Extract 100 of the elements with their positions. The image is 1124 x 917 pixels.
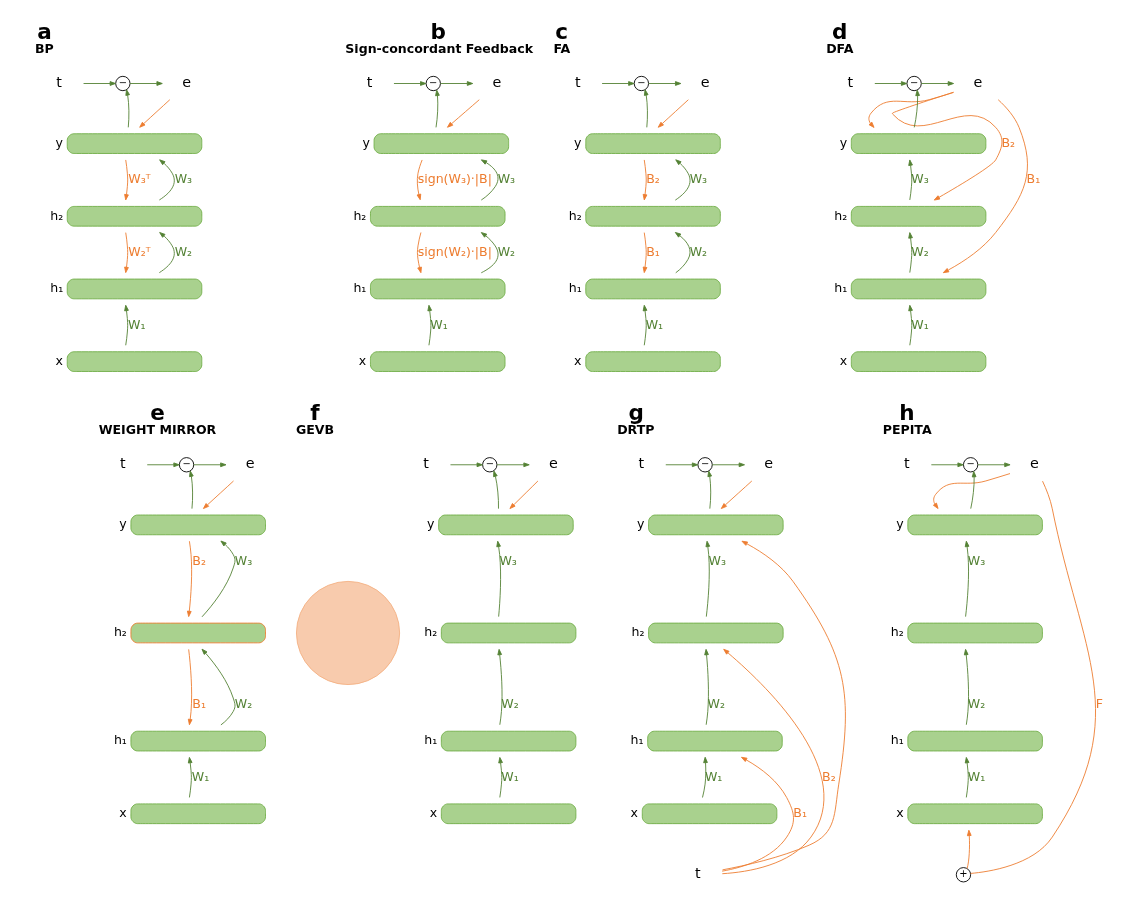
arrow <box>674 232 691 274</box>
arrow <box>480 159 499 201</box>
edge-label: W₂ <box>689 243 708 259</box>
node-label: y <box>574 134 582 150</box>
node-text: e <box>182 73 191 90</box>
node-label: y <box>362 134 370 150</box>
node-text: t <box>695 865 701 882</box>
node-label: x <box>630 805 639 821</box>
arrow <box>674 159 691 201</box>
edge-label: W₂ <box>501 696 519 712</box>
arrow <box>124 304 129 346</box>
node-text: e <box>973 73 983 90</box>
node-label: h₁ <box>568 280 582 296</box>
arrow <box>202 480 234 509</box>
node-circle: − <box>482 457 498 473</box>
node-label: h₂ <box>353 207 367 223</box>
node-text: e <box>549 455 558 472</box>
arrow <box>186 540 193 618</box>
node-circle: + <box>955 867 972 883</box>
arrow <box>435 89 440 128</box>
node-label: h₁ <box>50 280 64 296</box>
arrow <box>977 462 1011 468</box>
arrow <box>711 462 745 468</box>
arrow <box>427 304 433 346</box>
edge-label: B₂ <box>822 768 836 784</box>
node-circle: − <box>425 75 441 92</box>
node-label: y <box>55 134 64 150</box>
arrow <box>450 462 483 468</box>
arrow <box>416 159 423 201</box>
edge-label: W₂ <box>497 243 516 259</box>
arrow <box>705 540 711 618</box>
edge-label: W₁ <box>501 768 519 784</box>
arrow <box>187 756 193 798</box>
node-label: h₂ <box>50 207 64 223</box>
node-text: t <box>638 455 645 472</box>
arrow <box>393 81 427 86</box>
arrow <box>201 540 236 618</box>
edge-label: W₂ <box>911 243 929 259</box>
label: d <box>832 18 848 44</box>
arrow <box>908 232 913 274</box>
arrow <box>642 232 648 274</box>
edge-label: B₂ <box>192 552 206 568</box>
node-label: x <box>429 805 438 821</box>
edge-label: B₁ <box>192 696 206 712</box>
arrow <box>930 462 964 468</box>
arrow <box>657 99 689 128</box>
arrow <box>721 756 794 872</box>
edge-label: sign(W₂)·|B| <box>417 243 492 259</box>
node-label: h₁ <box>630 732 644 748</box>
node-text: e <box>764 455 774 472</box>
node-label: x <box>119 805 127 821</box>
node-label: x <box>839 352 848 368</box>
node-text: t <box>120 455 126 472</box>
edge-label: B₂ <box>646 171 660 187</box>
node-text: t <box>56 73 62 90</box>
node-text: e <box>1029 455 1039 472</box>
edge-label: W₃ <box>499 552 517 568</box>
arrow <box>158 232 175 274</box>
arrow <box>964 540 970 618</box>
node-circle: − <box>963 457 979 473</box>
arrow <box>720 480 753 509</box>
arrow <box>648 81 682 86</box>
node-circle: − <box>115 75 131 92</box>
label: b <box>430 18 446 44</box>
label: Sign-concordant Feedback <box>345 41 534 57</box>
edge-label: B₂ <box>1001 134 1016 150</box>
node-label: h₂ <box>890 624 904 640</box>
edge-label: W₁ <box>645 316 664 332</box>
edge-label: W₃ <box>967 552 986 568</box>
arrow <box>129 81 163 86</box>
node-text: t <box>847 73 854 90</box>
arrow <box>189 470 194 510</box>
edge-label: B₁ <box>793 805 808 821</box>
arrow <box>146 462 180 468</box>
node-label: y <box>839 134 848 150</box>
node-text: t <box>904 455 910 472</box>
node-label: h₁ <box>353 280 367 296</box>
edge-label: F <box>1095 696 1103 712</box>
node-circle: − <box>906 75 922 92</box>
node-label: y <box>119 516 127 532</box>
node-text: e <box>700 73 710 90</box>
arrow <box>139 99 171 128</box>
node-label: x <box>55 352 64 368</box>
node-label: h₂ <box>424 624 438 640</box>
edge-label: W₃ <box>234 552 253 568</box>
connector <box>970 480 1096 874</box>
arrow <box>158 159 175 201</box>
edge-label: W₃ <box>708 552 726 568</box>
edge-label: W₃ᵀ <box>128 171 151 187</box>
arrow <box>932 473 1011 509</box>
edge-label: sign(W₃)·|B| <box>417 171 492 187</box>
arrow <box>964 756 970 798</box>
node-label: x <box>896 805 904 821</box>
arrow <box>642 304 648 346</box>
arrow <box>908 159 913 201</box>
node-text: e <box>492 73 502 90</box>
node-drop <box>296 580 401 686</box>
node-label: x <box>574 352 582 368</box>
edge-label: W₂ <box>234 696 253 712</box>
arrow <box>447 99 480 128</box>
